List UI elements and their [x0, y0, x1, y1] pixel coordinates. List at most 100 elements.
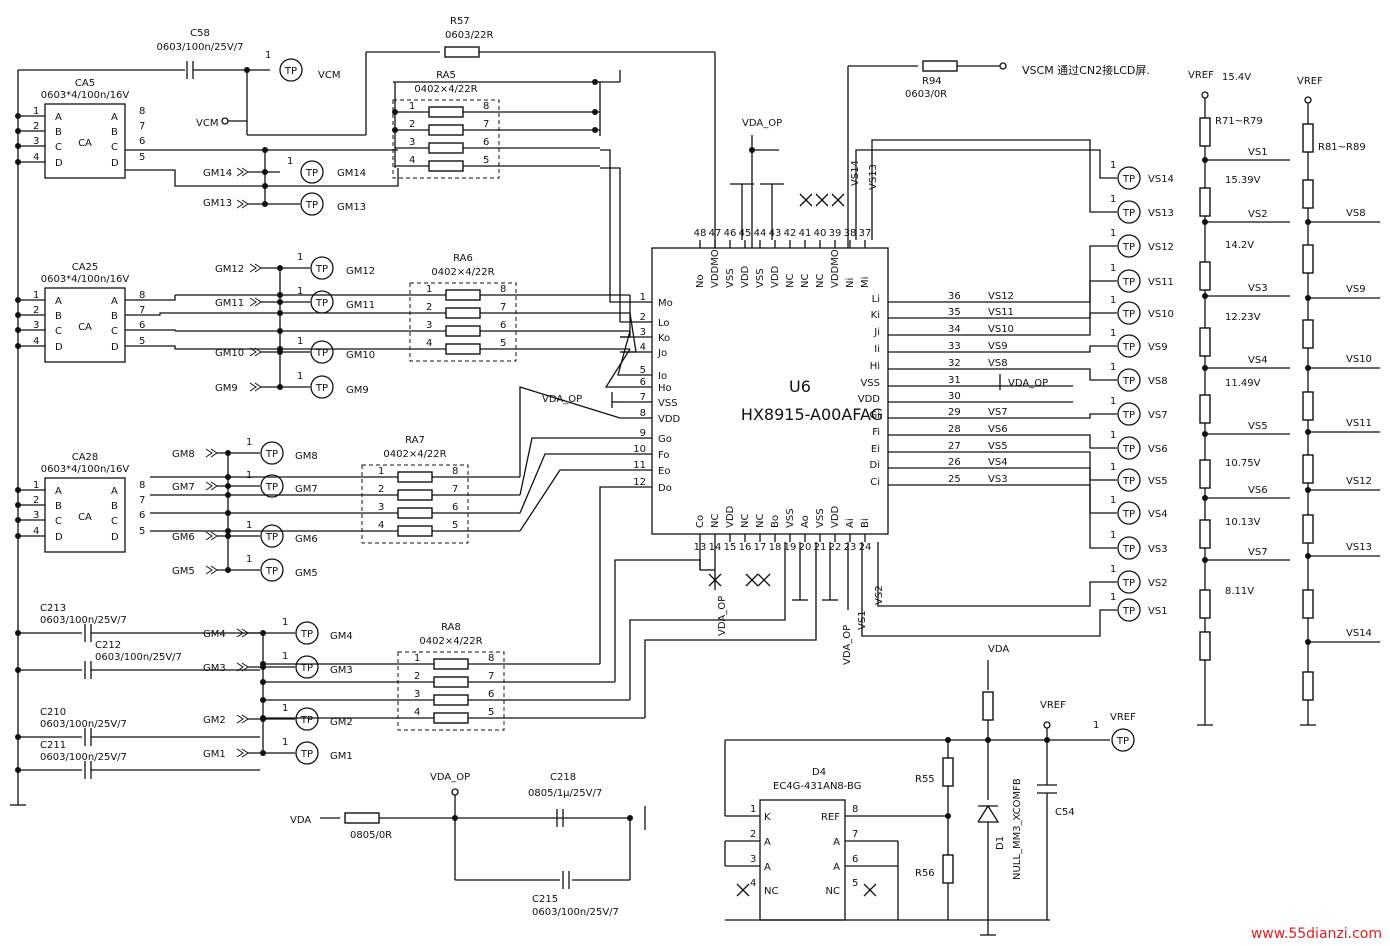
ladder-resistor [1302, 391, 1314, 421]
c54-label: C54 [1055, 807, 1075, 818]
ca-pin-number: 8 [139, 290, 145, 301]
junction-dot [262, 169, 268, 175]
ra-pin-number: 2 [378, 484, 384, 495]
test-point-circle [1117, 368, 1141, 392]
ra-pin-number: 8 [500, 284, 506, 295]
test-point-circle [1117, 402, 1141, 426]
chip-pin-number: 25 [948, 474, 961, 485]
junction-dot [592, 109, 598, 115]
junction-dot [15, 143, 21, 149]
vda-op-top-label: VDA_OP [742, 118, 782, 129]
vda-resistor [344, 812, 380, 824]
ca25-block-type: CA [78, 322, 92, 333]
ra-pin-number: 1 [378, 466, 384, 477]
chip-pin-number: 39 [829, 228, 842, 239]
test-point-label: TP [1122, 242, 1135, 253]
vda-label: VDA [290, 815, 311, 826]
gm-label: GM12 [215, 264, 244, 275]
chip-pin-name: Ao [800, 515, 811, 528]
junction-dot [1202, 365, 1208, 371]
ladder-resistor [1302, 454, 1314, 484]
test-point: TP [300, 192, 324, 216]
ca-pin-number: 5 [139, 152, 145, 163]
ladder-resistor [1199, 187, 1211, 217]
ra-resistor [445, 307, 481, 319]
chip-pin-number: 21 [814, 542, 827, 553]
c212-label: C212 [95, 640, 121, 651]
test-point-label: TP [300, 629, 313, 640]
d4-pin-name: A [833, 862, 840, 873]
c213-value: 0603/100n/25V/7 [40, 615, 127, 626]
ra-resistor [433, 712, 469, 724]
wire [1073, 312, 1117, 336]
ca-pin-number: 3 [33, 510, 39, 521]
ladder-voltage: 10.13V [1225, 517, 1261, 528]
chip-pin-number: 41 [799, 228, 812, 239]
gm-tp-label: GM1 [330, 751, 353, 762]
ra-pin-number: 4 [409, 155, 415, 166]
chip-pin-name: NC [785, 274, 796, 288]
test-point-circle [1117, 269, 1141, 293]
test-point: TP [260, 441, 284, 465]
vda-resistor-value: 0805/0R [350, 830, 392, 841]
test-point: TP [310, 375, 334, 399]
tp-pin-number: 1 [246, 470, 252, 481]
wire [1073, 413, 1117, 419]
chip-pin-number: 42 [784, 228, 797, 239]
ladder-tap-label: VS10 [1346, 354, 1372, 365]
junction-dot [277, 292, 283, 298]
tp-pin-number: 1 [282, 651, 288, 662]
ladder-resistor [1302, 589, 1314, 619]
vs-test-point: TP [1117, 501, 1141, 525]
ca-pin-letter: A [55, 486, 62, 497]
ca-pin-letter: B [111, 127, 118, 138]
wire [855, 149, 1117, 240]
gm-tp-label: GM4 [330, 631, 353, 642]
ca-pin-letter: B [111, 311, 118, 322]
gm13-label: GM13 [203, 198, 232, 209]
chip-pin-name: Eo [658, 466, 670, 477]
ladder-resistor [1199, 519, 1211, 549]
r57-label: R57 [450, 16, 470, 27]
chip-pin-name: Bi [860, 518, 871, 528]
junction-dot [15, 327, 21, 333]
test-point-label: TP [265, 566, 278, 577]
chip-pin-name: Di [870, 460, 880, 471]
ladder-voltage: 15.39V [1225, 175, 1261, 186]
d4-pin-number: 7 [852, 829, 858, 840]
junction-dot [15, 343, 21, 349]
test-point-circle [1117, 501, 1141, 525]
wire [125, 295, 176, 301]
tp-pin-number: 1 [282, 737, 288, 748]
chip-pin-name: Ji [873, 327, 880, 338]
test-point-circle [1117, 468, 1141, 492]
ca-pin-number: 5 [139, 526, 145, 537]
chip-pin-number: 3 [640, 327, 646, 338]
junction-dot [1202, 219, 1208, 225]
ra-pin-number: 2 [414, 671, 420, 682]
test-point-circle [310, 340, 334, 364]
ca-pin-number: 4 [33, 336, 39, 347]
ca-pin-letter: B [55, 311, 62, 322]
chip-pin-name: Gi [869, 410, 880, 421]
test-point-circle [300, 192, 324, 216]
wire [877, 542, 1117, 607]
gm-arrow [205, 481, 213, 491]
chip-pin-number: 26 [948, 457, 961, 468]
ra-pin-number: 6 [452, 502, 458, 513]
chip-pin-name: Mo [658, 298, 673, 309]
gm-tp-label: GM8 [295, 451, 318, 462]
chip-pin-net: VS8 [988, 358, 1008, 369]
wire [125, 329, 176, 331]
chip-pin-name: Jo [657, 348, 667, 359]
ca-pin-number: 1 [33, 290, 39, 301]
test-point-label: TP [1122, 277, 1135, 288]
chip-pin-number: 18 [769, 542, 782, 553]
ca5-block-type: CA [78, 138, 92, 149]
wire [1073, 434, 1117, 449]
d4-pin-number: 2 [750, 829, 756, 840]
ca5-block-label: CA5 [75, 78, 95, 89]
junction-dot [15, 630, 21, 636]
junction-dot [1202, 557, 1208, 563]
r57-resistor [444, 46, 480, 58]
